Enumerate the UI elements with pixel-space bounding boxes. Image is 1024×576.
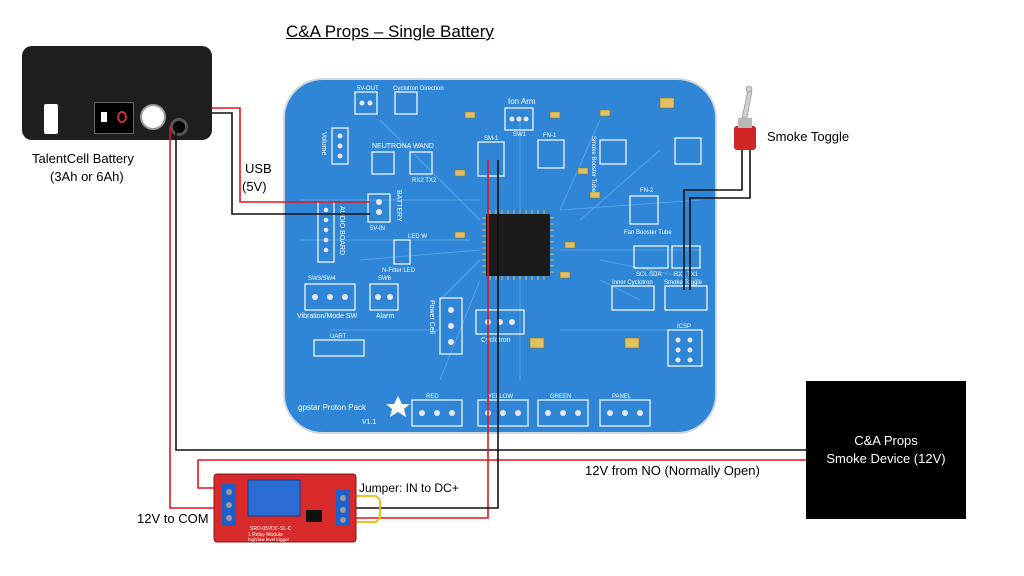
pcb-label-rx1-tx1: RX1 TX1 bbox=[674, 272, 699, 278]
relay-trigger-label: high/low level trigger bbox=[248, 537, 290, 542]
pcb-label-alarm: Alarm bbox=[376, 313, 394, 320]
toggle-wire-2 bbox=[689, 148, 751, 290]
usb-port bbox=[44, 104, 58, 134]
chip-pins bbox=[482, 210, 554, 280]
page-title: C&A Props – Single Battery bbox=[286, 22, 494, 41]
pcb-label-smoke-booster-tube: Smoke Booster Tube bbox=[590, 136, 596, 193]
pcb-label-audio-board: AUDIO BOARD bbox=[338, 206, 345, 255]
pcb-label-battery: BATTERY bbox=[395, 190, 402, 222]
dc-jack bbox=[170, 118, 188, 136]
relay-module-label: 1 Relay Module bbox=[248, 532, 283, 538]
pcb-label-fn1: FN-1 bbox=[543, 133, 557, 139]
pcb-label-cyclotron-direction: Cyclotron Direction bbox=[393, 86, 444, 92]
smoke-device: C&A Props Smoke Device (12V) bbox=[806, 381, 966, 519]
smoke-toggle-label: Smoke Toggle bbox=[767, 129, 850, 144]
usb-black-wire bbox=[212, 112, 370, 215]
usb-label: USB bbox=[245, 161, 272, 176]
pcb-board bbox=[283, 78, 717, 434]
toggle-switch-icon bbox=[734, 85, 756, 150]
pcb-label-icsp: ICSP bbox=[677, 324, 691, 330]
pcb-label-vibration-mode-sw: Vibration/Mode SW bbox=[297, 313, 358, 320]
pcb-version: V1.1 bbox=[362, 419, 377, 426]
battery-name: TalentCell Battery bbox=[32, 151, 134, 166]
smoke-device-name: Smoke Device (12V) bbox=[826, 451, 946, 466]
battery-ground-wire bbox=[175, 126, 806, 451]
mcu-chip bbox=[486, 214, 550, 276]
usb-red-wire bbox=[212, 107, 370, 203]
pcb-label-5v-out: 5V-OUT bbox=[357, 86, 379, 92]
pcb-board-name: gpstar Proton Pack bbox=[298, 403, 367, 412]
pcb-label-neutrona-wand: NEUTRONA WAND bbox=[372, 143, 434, 150]
pcb-label-sm1: SM-1 bbox=[484, 136, 499, 142]
pcb-components bbox=[454, 97, 675, 349]
battery-capacity: (3Ah or 6Ah) bbox=[50, 169, 124, 184]
pcb-label-uart: UART bbox=[330, 334, 347, 340]
power-switch bbox=[94, 102, 134, 134]
pcb-label-led-w: LED W bbox=[408, 234, 427, 240]
battery-12v-wire bbox=[169, 126, 226, 509]
pcb-label-inner-cyclotron: Inner Cyclotron bbox=[612, 280, 653, 286]
pcb-label-red: RED bbox=[426, 394, 439, 400]
qc-sticker bbox=[140, 104, 166, 130]
jumper-label: Jumper: IN to DC+ bbox=[359, 481, 459, 495]
normally-open-label: 12V from NO (Normally Open) bbox=[585, 463, 760, 478]
jumper-wire bbox=[350, 495, 381, 523]
pcb-label-cyclotron: Cyclotron bbox=[481, 337, 511, 344]
pcb-label-n-filter-led: N-Filter LED bbox=[382, 268, 416, 274]
pcb-label-fan-booster-tube: Fan Booster Tube bbox=[624, 230, 672, 236]
pcb-label-sw6: SW6 bbox=[378, 276, 392, 282]
pcb-label-ion-arm: Ion Arm bbox=[508, 97, 536, 106]
talentcell-battery bbox=[22, 46, 212, 140]
relay-part-number: SRD-05VDC-SL-C bbox=[250, 526, 292, 532]
relay-no-wire bbox=[197, 459, 806, 489]
pcb-label-volume: Volume bbox=[320, 132, 327, 155]
pcb-pins bbox=[312, 100, 693, 416]
pcb-label-sw3-sw4: SW3/SW4 bbox=[308, 276, 336, 282]
pcb-label-panel: PANEL bbox=[612, 394, 632, 400]
usb-voltage-label: (5V) bbox=[242, 179, 267, 194]
pcb-label-sw1: SW1 bbox=[513, 132, 527, 138]
pcb-label-green: GREEN bbox=[550, 394, 571, 400]
pcb-label-5v-in: 5V-IN bbox=[370, 226, 385, 232]
relay-dcplus-wire bbox=[350, 160, 489, 519]
relay-in-wire bbox=[350, 160, 499, 509]
gpstar-logo-icon bbox=[386, 396, 410, 417]
pcb-label-rx2-tx2: RX2 TX2 bbox=[412, 178, 437, 184]
smoke-device-brand: C&A Props bbox=[854, 433, 918, 448]
com-label: 12V to COM bbox=[137, 511, 209, 526]
pcb-label-scl-sda: SCL SDA bbox=[636, 272, 661, 278]
pcb-label-yellow: YELLOW bbox=[488, 394, 513, 400]
pcb-label-power-cell: Power Cell bbox=[428, 300, 435, 334]
pcb-label-fn2: FN-2 bbox=[640, 188, 654, 194]
toggle-wire-1 bbox=[683, 148, 743, 290]
relay-module bbox=[213, 473, 357, 543]
pcb-connectors bbox=[304, 91, 708, 427]
